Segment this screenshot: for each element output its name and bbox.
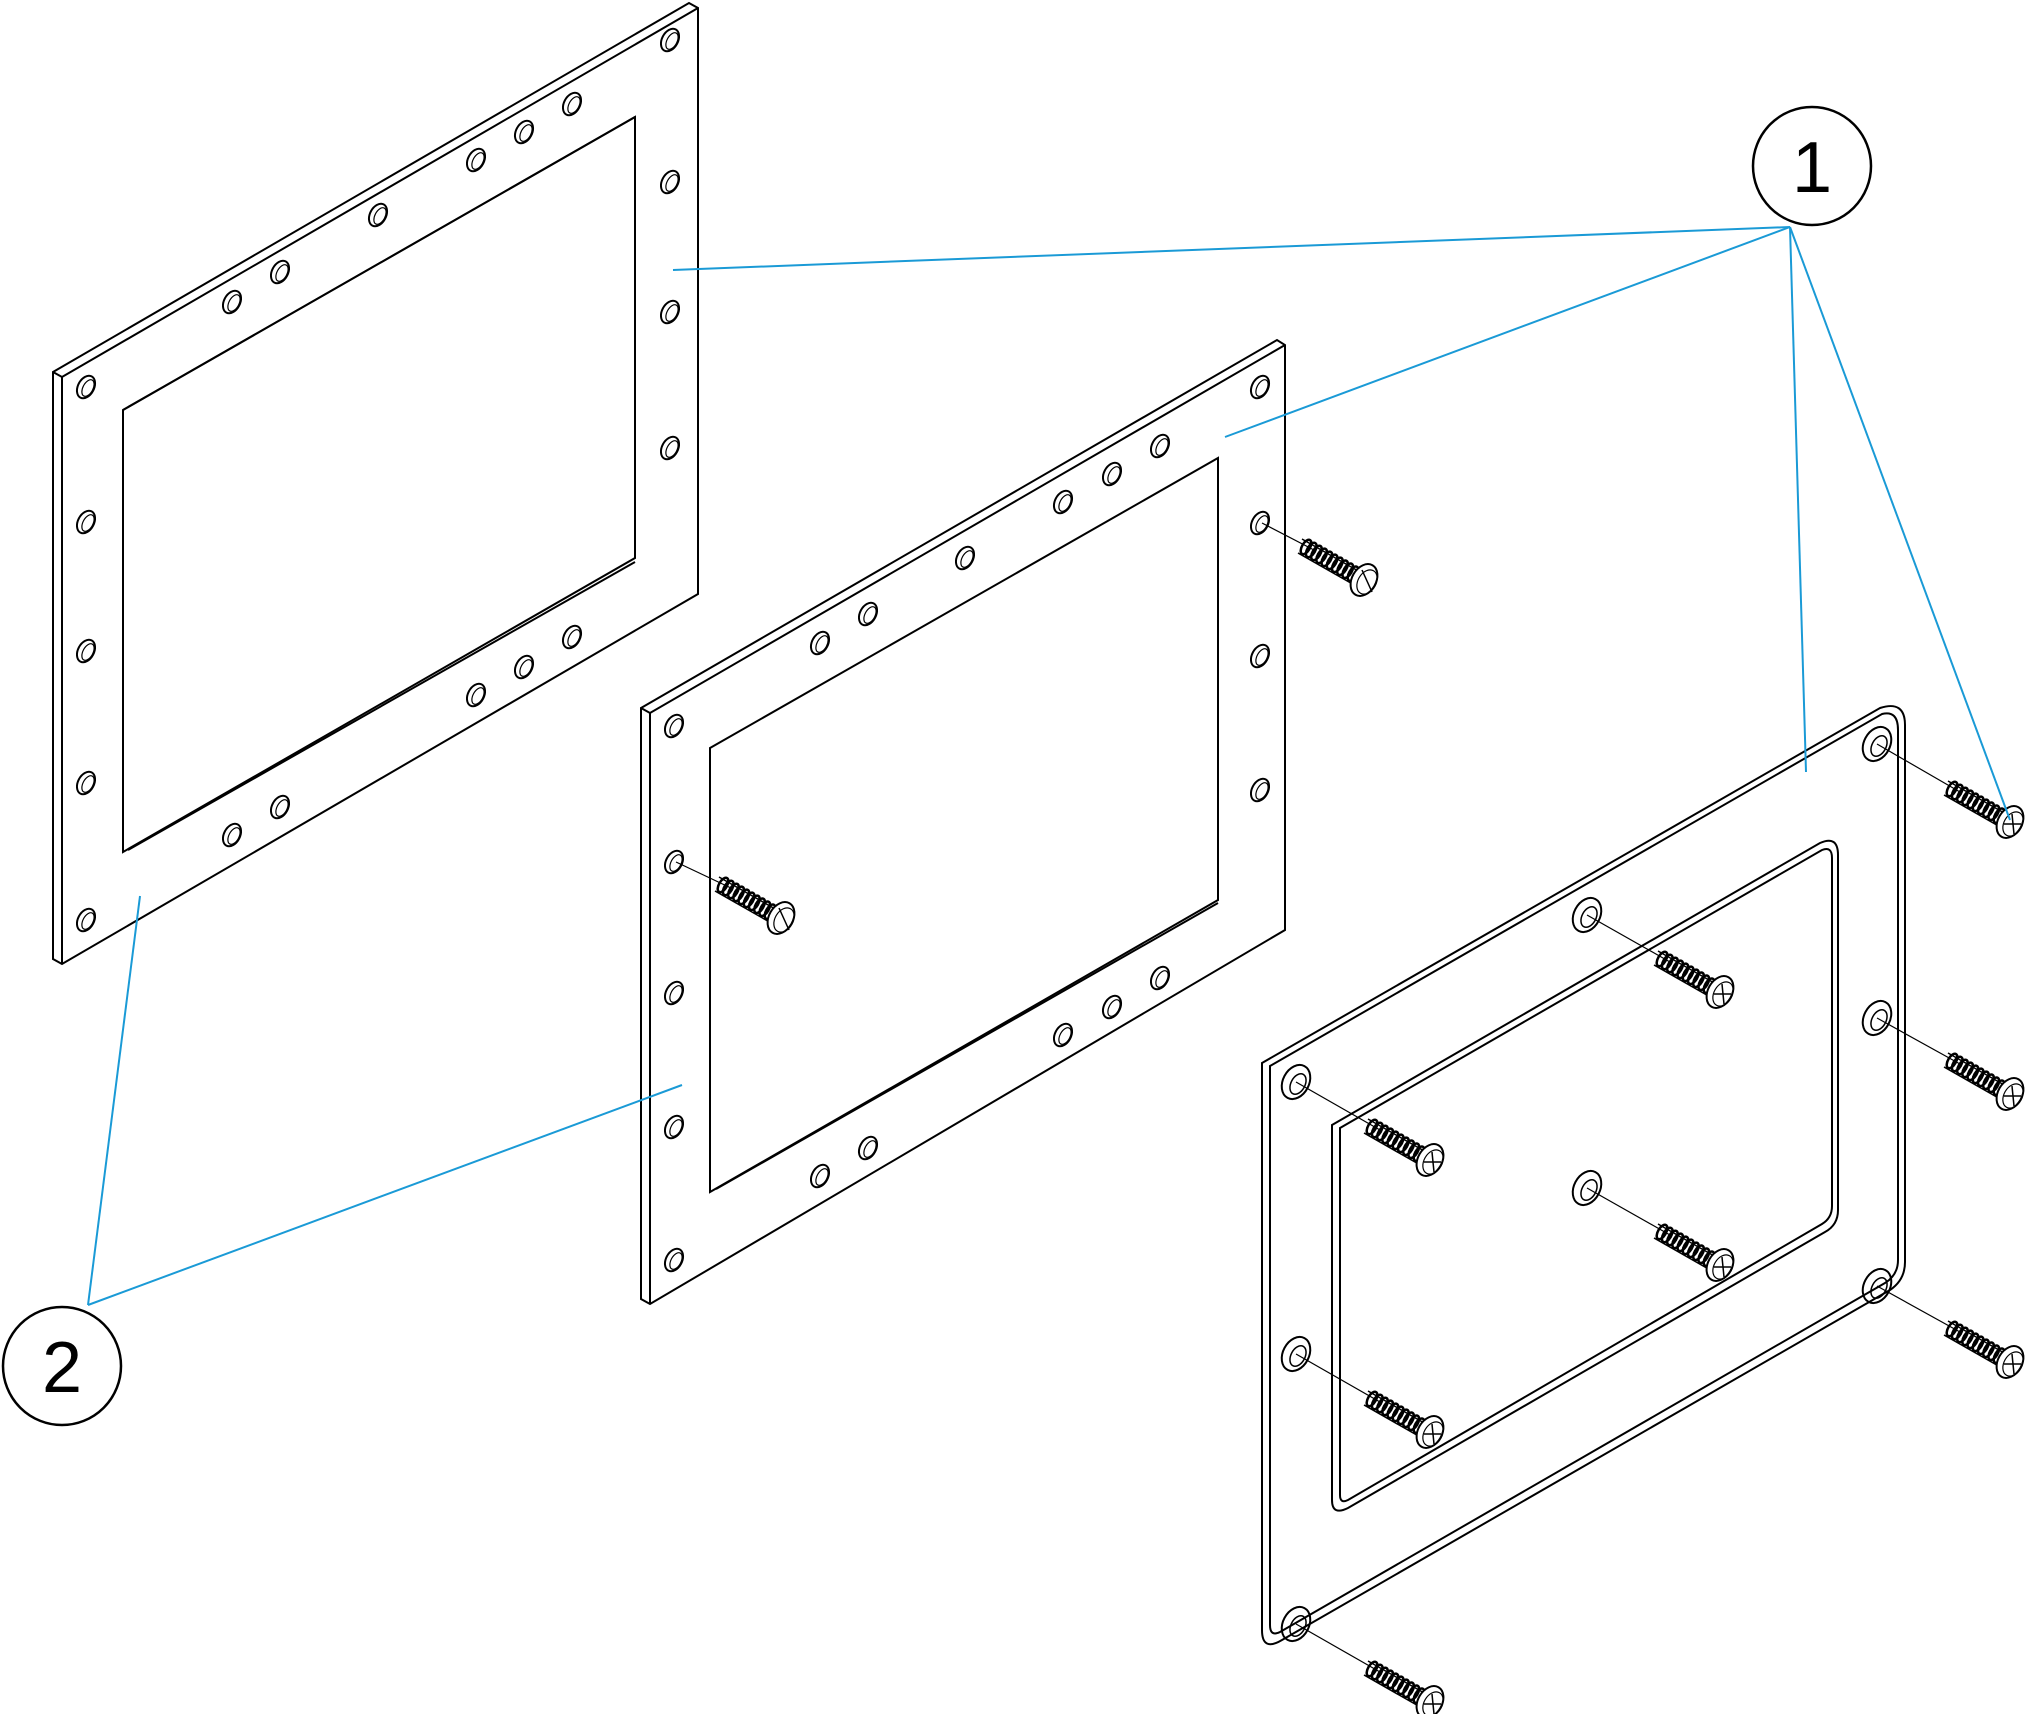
screw: [1876, 1017, 2025, 1111]
gasket-middle-hole: [1052, 489, 1074, 515]
callout-2: 2: [1, 1305, 123, 1427]
gasket-upper-left-hole: [75, 374, 97, 400]
gasket-upper-left-hole: [269, 794, 291, 820]
screw: [1586, 914, 1735, 1009]
leader-lines: [87, 226, 2011, 1306]
gasket-middle-hole: [809, 1163, 831, 1189]
face-plate: [1261, 705, 1906, 1646]
screw: [1586, 1187, 1735, 1282]
gasket-upper-left-hole: [659, 27, 681, 53]
gasket-middle-hole: [663, 1247, 685, 1273]
gasket-middle-hole: [1101, 994, 1123, 1020]
gasket-upper-left-hole: [221, 289, 243, 315]
gasket-middle-hole: [809, 630, 831, 656]
leader-1-to-screw: [1789, 226, 2011, 821]
callout-1: 1: [1751, 105, 1873, 227]
gasket-middle-hole: [1149, 965, 1171, 991]
face-plate-window: [1331, 839, 1839, 1512]
gasket-upper-left-hole: [659, 169, 681, 195]
gasket-upper-left-window: [122, 115, 636, 854]
callout-2-label: 2: [42, 1328, 82, 1408]
screw: [1295, 1623, 1445, 1714]
gasket-middle-hole: [1249, 643, 1271, 669]
gasket-upper-left-outline: [52, 1, 699, 966]
screw: [1295, 1081, 1445, 1177]
callout-1-label: 1: [1792, 128, 1832, 208]
gasket-upper-left-hole: [561, 624, 583, 650]
gasket-upper-left-hole: [75, 907, 97, 933]
leader-2-to-gasket-upper-left: [87, 895, 141, 1306]
screw: [675, 861, 796, 935]
gasket-middle-hole: [1101, 461, 1123, 487]
gasket-upper-left-holes: [75, 27, 681, 933]
callout-1-circle: [1751, 105, 1873, 227]
gasket-upper-left-edge: [52, 7, 699, 379]
screw: [1876, 743, 2025, 839]
screw: [1295, 1353, 1445, 1449]
leader-1-to-gasket-upper-left: [672, 226, 1791, 271]
gasket-middle-hole: [857, 601, 879, 627]
gasket-middle-hole: [663, 849, 685, 875]
gasket-middle-hole: [1249, 374, 1271, 400]
gasket-middle: [640, 338, 1286, 1306]
gasket-upper-left-hole: [75, 509, 97, 535]
gasket-upper-left-hole: [513, 654, 535, 680]
gasket-middle-window: [709, 456, 1219, 1194]
gasket-middle-outline: [640, 338, 1286, 1306]
gasket-upper-left-hole: [465, 147, 487, 173]
gasket-upper-left-hole: [269, 259, 291, 285]
gasket-upper-left-hole: [75, 638, 97, 664]
leader-1-to-gasket-middle: [1224, 226, 1791, 438]
gasket-upper-left-hole: [465, 682, 487, 708]
gasket-middle-hole: [1249, 510, 1271, 536]
gasket-middle-hole: [663, 980, 685, 1006]
gasket-middle-hole: [663, 1114, 685, 1140]
gasket-middle-hole: [1149, 433, 1171, 459]
screws: [675, 522, 2025, 1714]
face-plate-outline: [1261, 705, 1906, 1646]
gasket-middle-hole: [663, 713, 685, 739]
gasket-middle-holes: [663, 374, 1271, 1273]
gasket-upper-left-hole: [659, 435, 681, 461]
gasket-upper-left-hole: [659, 299, 681, 325]
screw: [1261, 522, 1379, 597]
gasket-upper-left-hole: [513, 119, 535, 145]
gasket-upper-left-hole: [367, 202, 389, 228]
leader-1-to-face-plate: [1789, 226, 1807, 773]
leader-2-to-gasket-middle: [87, 1084, 683, 1306]
gasket-middle-hole: [1052, 1022, 1074, 1048]
gasket-upper-left: [52, 1, 699, 966]
gasket-middle-hole: [1249, 777, 1271, 803]
gasket-upper-left-hole: [75, 770, 97, 796]
gasket-middle-hole: [857, 1135, 879, 1161]
gasket-middle-hole: [954, 545, 976, 571]
gasket-upper-left-hole: [561, 91, 583, 117]
gasket-middle-edge: [640, 344, 1286, 715]
gasket-upper-left-hole: [221, 822, 243, 848]
callout-2-circle: [1, 1305, 123, 1427]
screw: [1876, 1285, 2025, 1379]
